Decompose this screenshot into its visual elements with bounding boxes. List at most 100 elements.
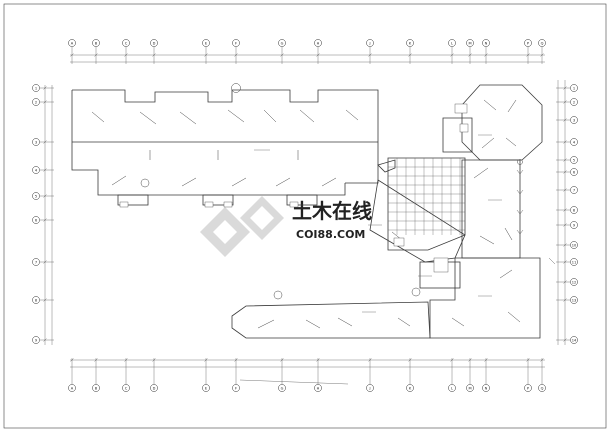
grid-bubble-label: 13 [572, 298, 577, 302]
dimension-tick [43, 140, 47, 144]
dimension-tick [316, 53, 320, 57]
grid-bubble-label: A [71, 386, 74, 390]
dimension-tick [316, 358, 320, 362]
grid-bubble-label: 3 [35, 140, 37, 144]
grid-bubble-label: L [451, 41, 453, 45]
dimension-tick [450, 53, 454, 57]
grid-bubble-label: 4 [35, 168, 38, 172]
building-outline [71, 84, 543, 339]
dimension-tick [280, 358, 284, 362]
grid-bubble-top-13: N [482, 39, 490, 47]
grid-bubble-top-5: E [202, 39, 210, 47]
roof-slope-lines [91, 99, 521, 329]
grid-bubble-circle [570, 258, 578, 266]
dimension-tick [43, 260, 47, 264]
grid-bubble-right-11: 11 [570, 258, 578, 266]
grid-bubble-circle [570, 241, 578, 249]
grid-bubble-circle [32, 258, 40, 266]
grid-bubble-label: 6 [573, 170, 576, 174]
dimension-tick [468, 358, 472, 362]
dimension-tick [94, 358, 98, 362]
grid-bubble-label: 9 [35, 338, 38, 342]
dimension-tick [43, 218, 47, 222]
grid-bubble-circle [232, 39, 240, 47]
dimension-tick [563, 260, 567, 264]
grid-bubble-right-7: 7 [570, 186, 578, 194]
grid-bubble-circle [524, 384, 532, 392]
grid-bubble-circle [570, 296, 578, 304]
grid-bubble-circle [406, 384, 414, 392]
grid-bubble-bottom-6: F [232, 384, 240, 392]
watermark: 土木在线 COI88.COM [200, 196, 372, 257]
dimension-tick [563, 100, 567, 104]
dimension-tick [563, 298, 567, 302]
grid-bubble-right-3: 3 [570, 116, 578, 124]
grid-bubble-circle [150, 384, 158, 392]
grid-bubble-circle [278, 384, 286, 392]
dimension-tick [540, 358, 544, 362]
grid-bubble-top-3: C [122, 39, 130, 47]
grid-bubble-circle [448, 384, 456, 392]
grid-bubble-label: 14 [572, 338, 577, 342]
grid-bubble-label: 1 [35, 86, 37, 90]
grid-bubble-circle [570, 116, 578, 124]
grid-bubble-right-10: 10 [570, 241, 578, 249]
grid-bubble-circle [570, 138, 578, 146]
grid-bubble-top-2: B [92, 39, 100, 47]
grid-bubble-left-2: 2 [32, 98, 40, 106]
grid-bubble-circle [92, 384, 100, 392]
grid-bubble-label: D [153, 41, 156, 45]
grid-bubble-circle [232, 384, 240, 392]
dimension-tick [563, 338, 567, 342]
dimension-tick [234, 358, 238, 362]
dimension-tick [70, 53, 74, 57]
dimension-tick [280, 53, 284, 57]
grid-bubble-right-12: 12 [570, 278, 578, 286]
dimension-tick [43, 338, 47, 342]
grid-bubble-right-4: 4 [570, 138, 578, 146]
grid-bubble-circle [466, 384, 474, 392]
dimension-tick [43, 100, 47, 104]
boundary-markers [516, 169, 556, 265]
grid-bubble-label: G [281, 41, 284, 45]
dimension-tick [484, 53, 488, 57]
grid-bubble-label: C [125, 386, 128, 390]
grid-bubble-left-1: 1 [32, 84, 40, 92]
grid-bubble-bottom-9: J [366, 384, 374, 392]
grid-bubble-label: N [485, 386, 488, 390]
grid-bubble-label: 5 [573, 158, 575, 162]
dimension-tick [368, 358, 372, 362]
grid-bubble-circle [32, 296, 40, 304]
grid-bubble-circle [570, 221, 578, 229]
grid-bubble-top-9: J [366, 39, 374, 47]
grid-bubble-label: 7 [35, 260, 37, 264]
grid-bubble-bottom-5: E [202, 384, 210, 392]
grid-bubble-label: J [368, 41, 370, 45]
grid-bubble-circle [366, 384, 374, 392]
grid-bubble-left-4: 4 [32, 166, 40, 174]
grid-bubble-label: 6 [35, 218, 38, 222]
grid-bubble-circle [150, 39, 158, 47]
grid-bubble-circle [32, 336, 40, 344]
grid-bubble-circle [32, 216, 40, 224]
grid-bubble-label: J [368, 386, 370, 390]
dimension-tick [563, 243, 567, 247]
grid-bubble-label: P [527, 41, 530, 45]
grid-bubble-circle [538, 39, 546, 47]
grid-bubble-label: G [281, 386, 284, 390]
grid-bubble-label: 12 [572, 280, 577, 284]
grid-bubble-bottom-4: D [150, 384, 158, 392]
grid-bubble-bottom-7: G [278, 384, 286, 392]
grid-bubble-label: C [125, 41, 128, 45]
grid-bubble-label: K [409, 386, 412, 390]
dimension-tick [152, 358, 156, 362]
grid-bubble-circle [122, 39, 130, 47]
dimension-tick [204, 53, 208, 57]
grid-bubble-top-4: D [150, 39, 158, 47]
grid-bubble-left-8: 8 [32, 296, 40, 304]
grid-bubble-bottom-11: L [448, 384, 456, 392]
grid-bubble-label: P [527, 386, 530, 390]
